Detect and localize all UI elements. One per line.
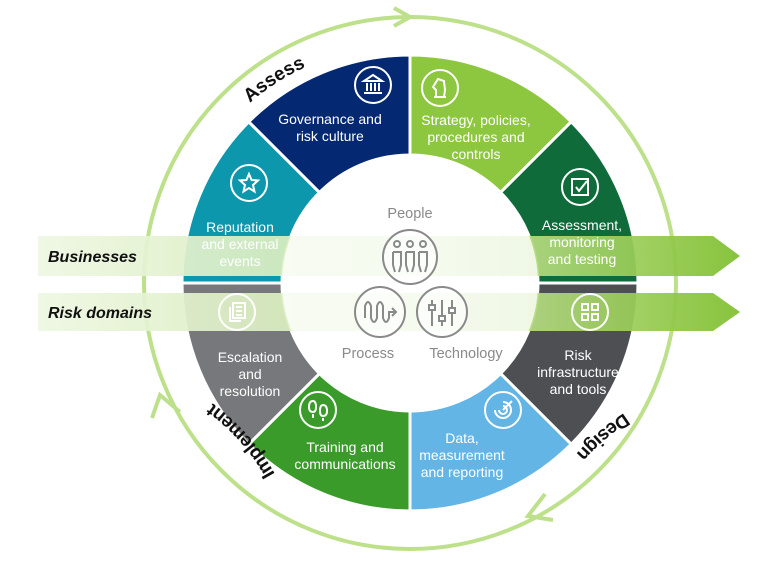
technology-label: Technology: [429, 346, 503, 362]
technology-icon: [416, 286, 468, 338]
grid-icon: [571, 293, 609, 331]
checkbox-icon: [561, 168, 599, 206]
star-icon: [230, 164, 268, 202]
process-label: Process: [342, 346, 394, 362]
people-label: People: [387, 206, 432, 222]
risk-domains-label: Risk domains: [48, 305, 152, 322]
cycle-arrow-icon: [393, 6, 415, 28]
documents-icon: [218, 293, 256, 331]
bank-icon: [354, 66, 392, 104]
cycle-arrow-icon: [524, 492, 554, 522]
cycle-arrow-icon: [150, 391, 182, 419]
footprints-icon: [299, 391, 337, 429]
people-icon: [382, 229, 438, 285]
knight-chess-icon: [421, 69, 459, 107]
radar-icon: [484, 391, 522, 429]
process-icon: [354, 286, 406, 338]
businesses-label: Businesses: [48, 249, 137, 266]
